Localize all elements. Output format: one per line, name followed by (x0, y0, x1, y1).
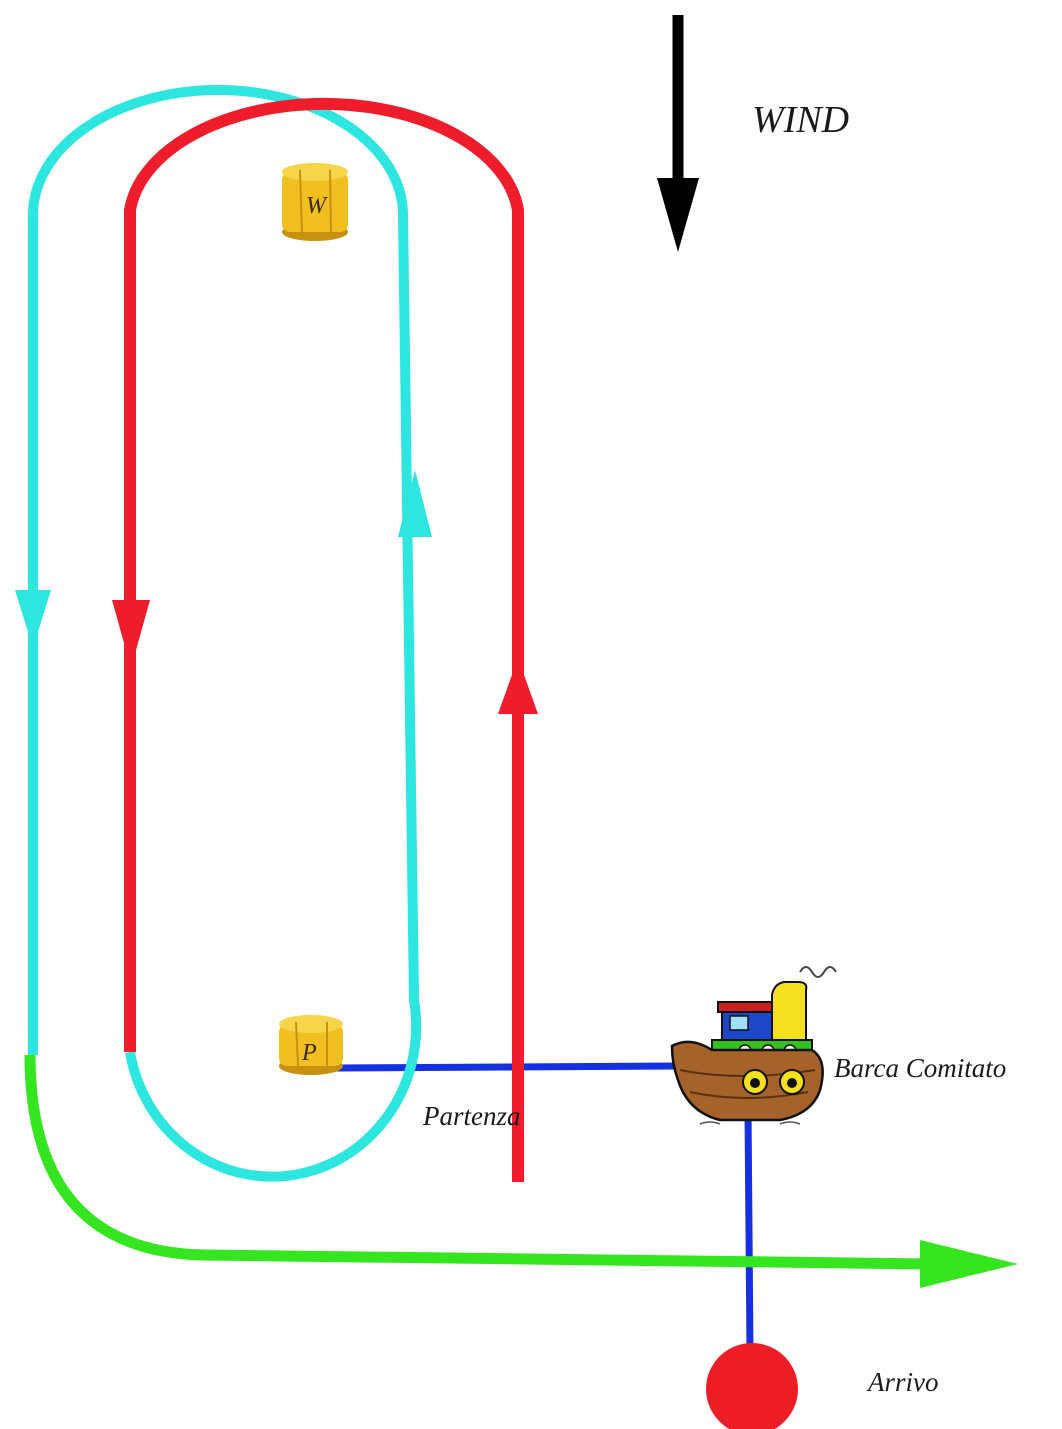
cyan-down-arrow (15, 590, 51, 648)
finish-mark (706, 1343, 798, 1429)
start-label: Partenza (422, 1101, 521, 1131)
start-buoy-letter: P (301, 1040, 317, 1066)
committee-boat-icon (670, 966, 837, 1125)
green-finish-leg (24, 1054, 1018, 1288)
finish-label: Arrivo (866, 1367, 939, 1397)
start-buoy: P (279, 1015, 343, 1075)
windward-buoy: W (282, 163, 348, 241)
windward-buoy-letter: W (306, 193, 328, 219)
committee-boat-label: Barca Comitato (834, 1053, 1006, 1083)
cyan-up-arrow (398, 470, 432, 537)
red-down-arrow (112, 600, 150, 668)
start-line (335, 1062, 677, 1072)
wind-label: WIND (752, 99, 849, 141)
finish-line (744, 1109, 754, 1353)
wind-arrow (657, 15, 699, 252)
cyan-course-path (28, 85, 422, 1182)
red-up-arrow (498, 658, 538, 714)
red-course-path (124, 97, 524, 1182)
